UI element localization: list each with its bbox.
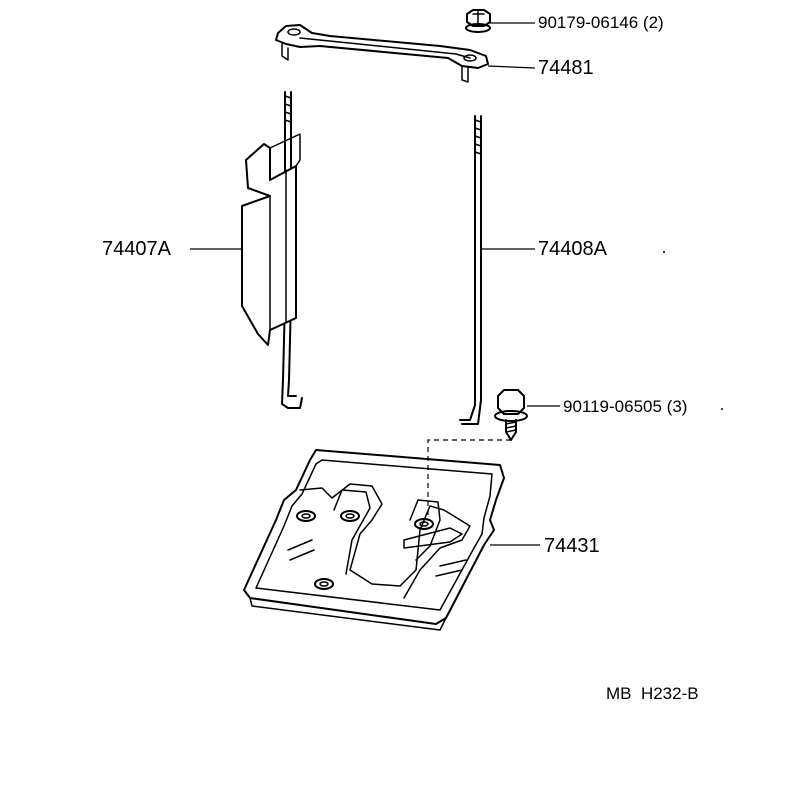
stray-dot <box>721 408 723 410</box>
alignment-dashed-line <box>427 439 511 520</box>
label-clamp: 74481 <box>538 57 594 79</box>
label-rod-left: 74407A <box>102 238 171 260</box>
rod-right-part <box>459 115 482 425</box>
bolt-part <box>494 389 528 441</box>
label-tray: 74431 <box>544 535 600 557</box>
clamp-part <box>275 24 489 83</box>
stray-dot <box>663 251 665 253</box>
nut-part <box>465 9 491 33</box>
leader-clamp <box>487 65 536 69</box>
label-rod-right: 74408A <box>538 238 607 260</box>
tray-part <box>243 449 505 631</box>
diagram-code: MB H232-B <box>606 684 699 703</box>
rod-left-part <box>241 91 303 409</box>
label-bolt: 90119-06505 (3) <box>563 397 688 416</box>
label-nut: 90179-06146 (2) <box>538 13 664 32</box>
